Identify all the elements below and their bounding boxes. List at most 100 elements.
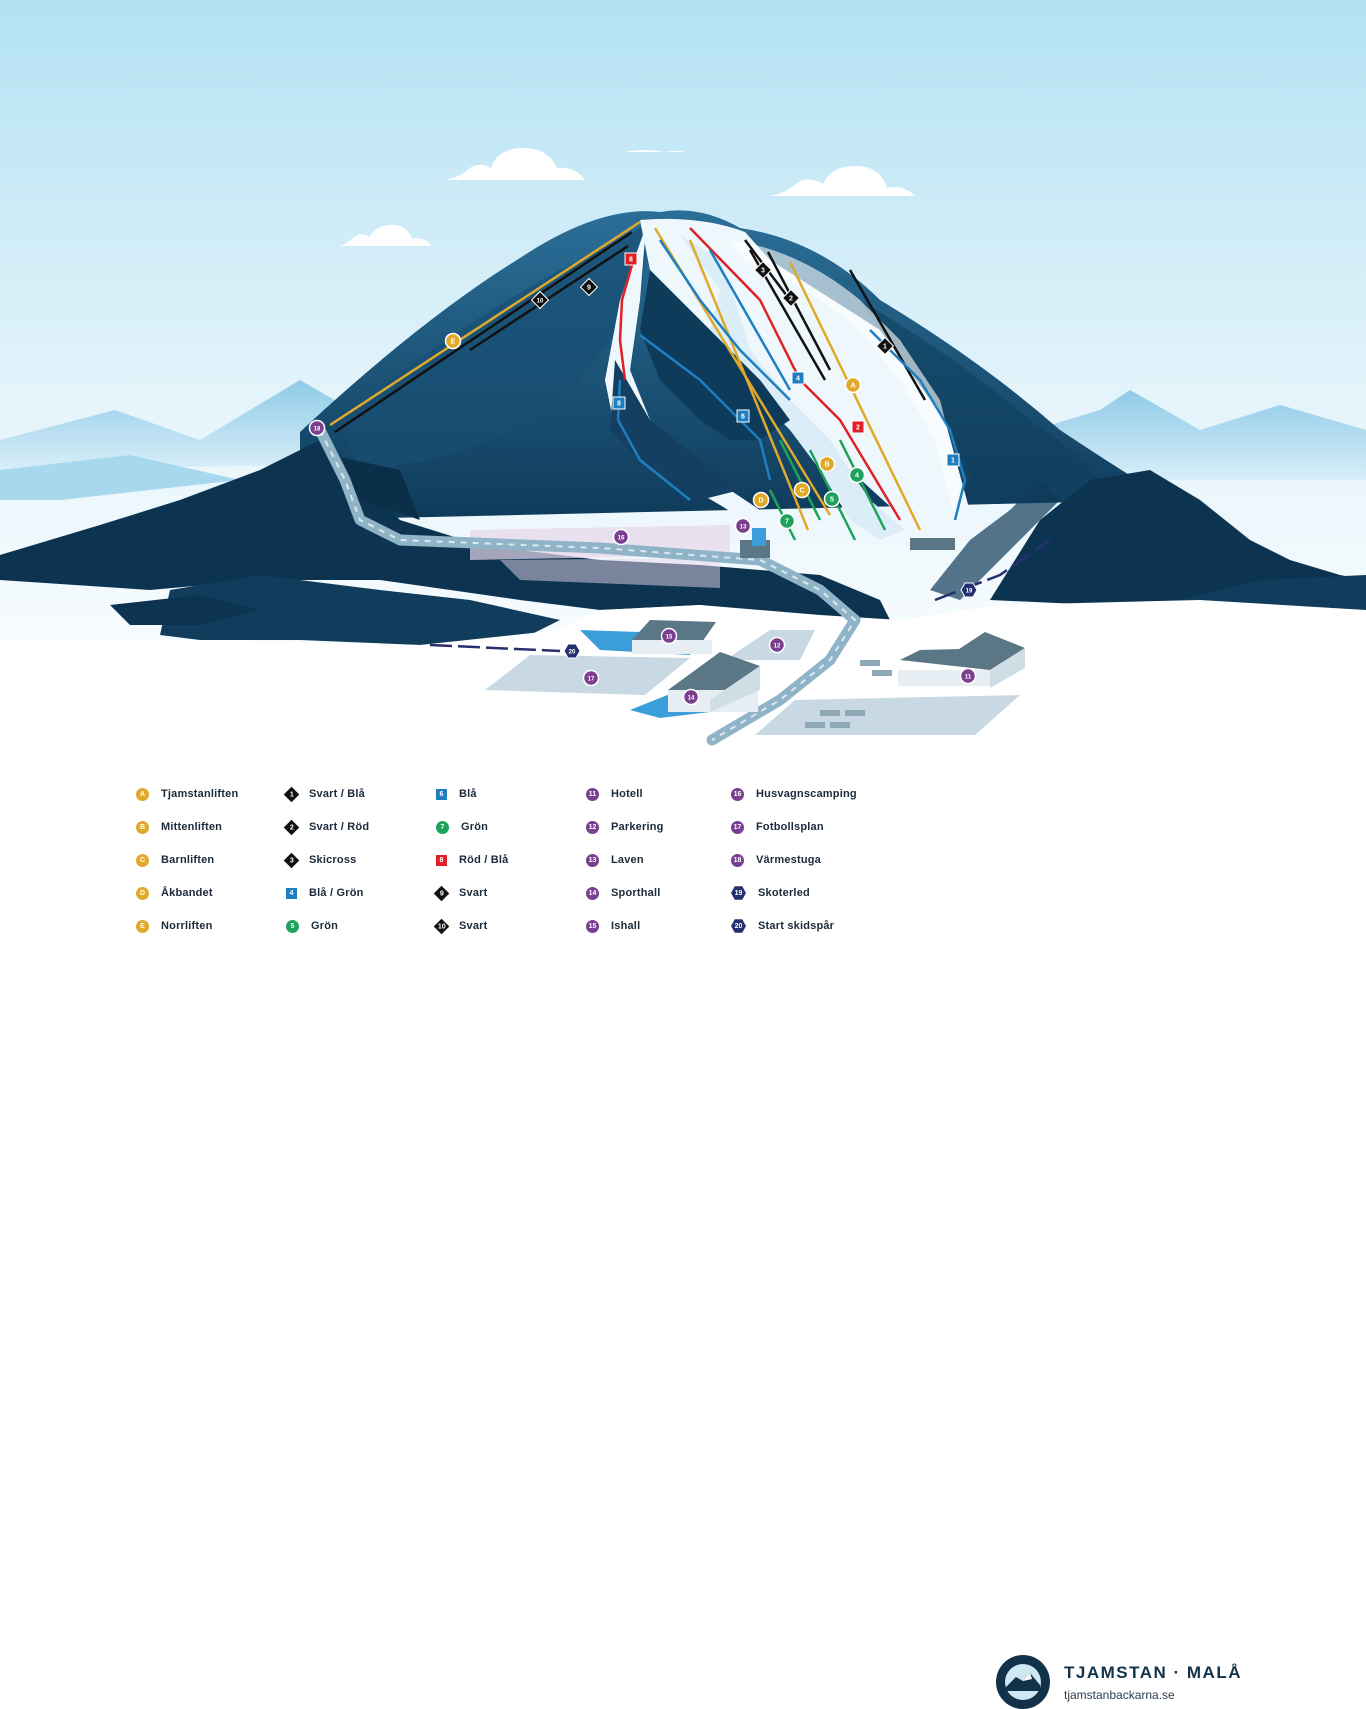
map-marker-diamond-2[interactable]: 2: [781, 288, 801, 308]
legend-label: Husvagnscamping: [756, 788, 857, 800]
legend-symbol-diamond: 1: [283, 786, 300, 802]
map-marker-circle-4[interactable]: 4: [848, 466, 866, 484]
marker-label: 1: [951, 458, 955, 465]
legend-symbol-text: 7: [440, 823, 445, 831]
legend-symbol-square: 8: [436, 854, 447, 866]
forest-right: [930, 470, 1366, 615]
legend-symbol-circle: C: [136, 853, 149, 867]
legend-symbol-circle: B: [136, 820, 149, 834]
legend-symbol-text: 14: [588, 889, 597, 897]
legend-label: Sporthall: [611, 887, 661, 899]
brand-name: TJAMSTAN · MALÅ: [1064, 1662, 1242, 1682]
legend-symbol-text: 6: [439, 790, 444, 798]
legend-label: Svart / Blå: [309, 788, 366, 800]
legend-symbol-text: C: [139, 856, 146, 864]
legend-symbol-circle: 14: [586, 886, 599, 900]
legend-symbol-text: 12: [588, 823, 597, 831]
marker-shape: [682, 688, 700, 706]
legend-symbol-text: 13: [588, 856, 597, 864]
map-marker-square-1[interactable]: 1: [946, 453, 960, 467]
map-marker-circle-14[interactable]: 14: [682, 688, 700, 706]
legend-symbol-text: 2: [289, 823, 294, 831]
legend-symbol-text: 10: [437, 922, 446, 930]
legend-item-skicross: 3 Skicross: [283, 850, 357, 870]
map-marker-square-6[interactable]: 6: [736, 409, 750, 423]
map-marker-diamond-10[interactable]: 10: [530, 290, 550, 310]
map-marker-diamond-1[interactable]: 1: [875, 336, 895, 356]
marker-label: 9: [587, 285, 591, 292]
marker-shape: [791, 371, 805, 385]
legend-symbol-circle: 16: [731, 787, 744, 801]
map-marker-circle-B[interactable]: B: [818, 455, 836, 473]
legend-item-skoterled: 19 Skoterled: [731, 883, 810, 903]
legend-item-husvagnscamping: 16 Husvagnscamping: [731, 784, 857, 804]
map-marker-circle-12[interactable]: 12: [768, 636, 786, 654]
map-marker-hex-19[interactable]: 19: [960, 582, 978, 598]
legend-symbol-text: 15: [588, 922, 597, 930]
legend-item-mittenliften: B Mittenliften: [136, 817, 222, 837]
map-marker-square-8[interactable]: 8: [612, 396, 626, 410]
map-marker-diamond-9[interactable]: 9: [579, 277, 599, 297]
marker-label: 6: [741, 414, 745, 421]
marker-shape: [736, 409, 750, 423]
marker-shape: [624, 252, 638, 266]
marker-label: 18: [314, 427, 321, 433]
legend-symbol-text: 3: [289, 856, 294, 864]
legend-item-sporthall: 14 Sporthall: [586, 883, 660, 903]
marker-shape: [612, 396, 626, 410]
marker-label: 4: [796, 376, 800, 383]
marker-label: 15: [666, 635, 673, 641]
legend-symbol-diamond: 3: [283, 852, 300, 868]
map-marker-diamond-3[interactable]: 3: [753, 260, 773, 280]
map-marker-square-2[interactable]: 2: [851, 420, 865, 434]
legend-label: Skicross: [309, 854, 357, 866]
map-marker-circle-D[interactable]: D: [752, 491, 770, 509]
legend-label: Parkering: [611, 821, 664, 833]
legend-symbol-hex: 19: [731, 886, 746, 900]
marker-shape: [768, 636, 786, 654]
map-marker-circle-16[interactable]: 16: [612, 528, 630, 546]
legend-label: Mittenliften: [161, 821, 223, 833]
marker-shape: [959, 667, 977, 685]
map-marker-circle-5[interactable]: 5: [823, 490, 841, 508]
map-marker-circle-15[interactable]: 15: [660, 627, 678, 645]
marker-label: 16: [618, 536, 625, 542]
map-marker-hex-20[interactable]: 20: [563, 643, 581, 659]
legend-item-laven: 13 Laven: [586, 850, 644, 870]
legend-symbol-circle: 15: [586, 919, 599, 933]
map-marker-circle-E[interactable]: E: [444, 332, 462, 350]
map-marker-circle-C[interactable]: C: [793, 481, 811, 499]
brand-url[interactable]: tjamstanbackarna.se: [1064, 1687, 1175, 1702]
map-marker-square-4[interactable]: 4: [791, 371, 805, 385]
map-marker-circle-13[interactable]: 13: [734, 517, 752, 535]
map-marker-circle-11[interactable]: 11: [959, 667, 977, 685]
map-marker-circle-18[interactable]: 18: [308, 419, 326, 437]
map-marker-circle-17[interactable]: 17: [582, 669, 600, 687]
brand: TJAMSTAN · MALÅ tjamstanbackarna.se: [996, 1655, 1242, 1709]
parking-lots: [805, 660, 892, 728]
legend-label: Skoterled: [758, 887, 810, 899]
map-marker-square-8[interactable]: 8: [624, 252, 638, 266]
legend-symbol-text: 18: [733, 856, 742, 864]
legend-label: Laven: [611, 854, 644, 866]
marker-shape: [734, 517, 752, 535]
marker-shape: [781, 288, 801, 308]
map-marker-circle-7[interactable]: 7: [778, 512, 796, 530]
legend-label: Hotell: [611, 788, 643, 800]
map-marker-circle-A[interactable]: A: [844, 376, 862, 394]
legend-symbol-text: B: [139, 823, 146, 831]
marker-shape: [579, 277, 599, 297]
legend-symbol-diamond: 2: [283, 819, 300, 835]
legend-symbol-diamond: 10: [433, 918, 450, 934]
legend-item-parkering: 12 Parkering: [586, 817, 664, 837]
